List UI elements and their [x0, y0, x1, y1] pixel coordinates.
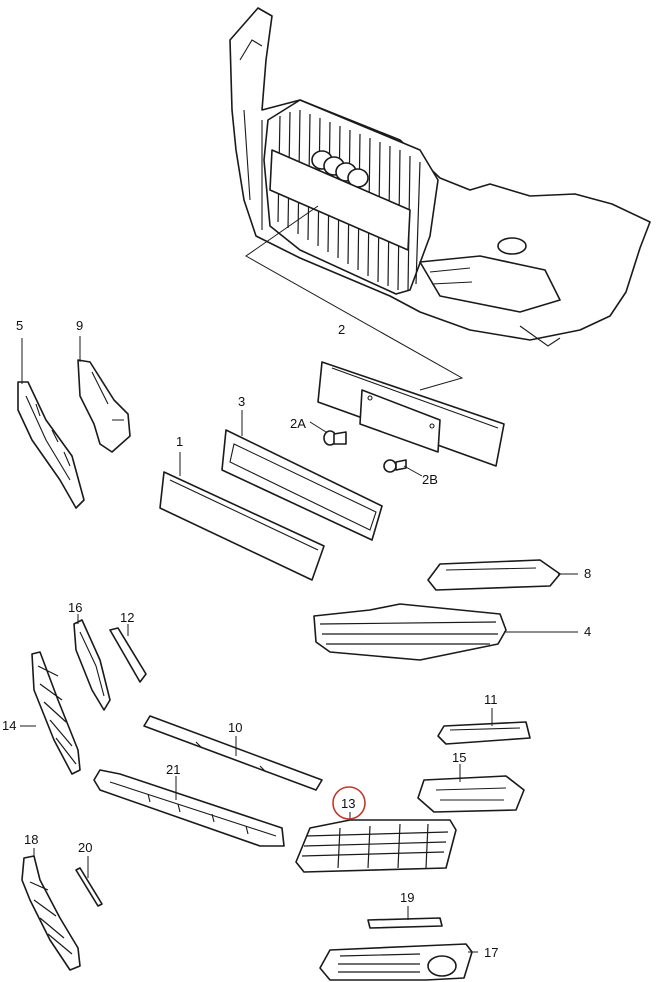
callout-2b[interactable]: 2B: [422, 472, 438, 487]
four-rings-emblem: [311, 150, 369, 188]
callout-15[interactable]: 15: [452, 750, 466, 765]
part-2-upper-insert: [317, 361, 505, 467]
callout-4[interactable]: 4: [584, 624, 591, 639]
callout-3[interactable]: 3: [238, 394, 245, 409]
callout-11[interactable]: 11: [484, 692, 498, 707]
part-14-left-grille: [20, 651, 81, 775]
callout-2a[interactable]: 2A: [290, 416, 306, 431]
part-4-right-grille: [313, 603, 578, 661]
callout-14[interactable]: 14: [2, 718, 16, 733]
part-16-inner-strip: [73, 614, 111, 711]
front-bumper-assembly: [229, 7, 651, 391]
part-11-small-frame: [437, 708, 531, 745]
part-13-lower-grille[interactable]: [295, 812, 457, 873]
callout-8[interactable]: 8: [584, 566, 591, 581]
callout-16[interactable]: 16: [68, 600, 82, 615]
part-17-fog-grille: [319, 943, 478, 981]
part-2b-screw: [383, 459, 423, 477]
part-19-small-strip: [367, 906, 443, 929]
callout-17[interactable]: 17: [484, 945, 498, 960]
callout-1[interactable]: 1: [176, 434, 183, 449]
highlight-ring: [332, 786, 366, 820]
part-8-right-trim: [427, 559, 578, 591]
callout-13[interactable]: 13: [341, 796, 355, 811]
part-9-bracket: [77, 336, 131, 453]
callout-2[interactable]: 2: [338, 322, 345, 337]
callout-10[interactable]: 10: [228, 720, 242, 735]
part-1-lower-cover: [159, 452, 325, 581]
part-21-lower-bracket: [93, 769, 285, 847]
callout-5[interactable]: 5: [16, 318, 23, 333]
callout-9[interactable]: 9: [76, 318, 83, 333]
callout-labels: 1 2 2A 2B 3 4 5 8 9 10 11 12 13 14 15 16…: [2, 318, 591, 960]
part-12-small-strip: [109, 624, 147, 683]
part-2a-clip: [309, 421, 347, 446]
callout-19[interactable]: 19: [400, 890, 414, 905]
part-18-lower-left-frame: [21, 848, 81, 971]
part-20-thin-rod: [75, 856, 103, 907]
callout-21[interactable]: 21: [166, 762, 180, 777]
callout-20[interactable]: 20: [78, 840, 92, 855]
part-15-right-bracket: [417, 764, 525, 813]
part-3-trim-frame: [221, 410, 383, 541]
part-10-horizontal-strip: [143, 715, 323, 791]
callout-18[interactable]: 18: [24, 832, 38, 847]
callout-12[interactable]: 12: [120, 610, 134, 625]
part-5-side-strip: [17, 338, 85, 509]
